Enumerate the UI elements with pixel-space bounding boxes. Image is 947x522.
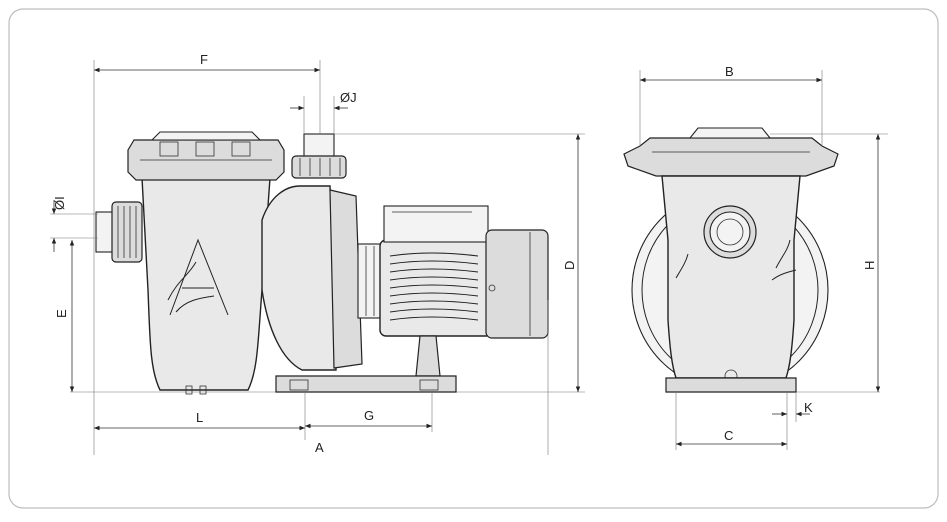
- base-plate: [275, 375, 457, 393]
- inlet-union: [95, 201, 143, 263]
- front-base: [665, 377, 797, 393]
- label-A: A: [315, 440, 324, 455]
- side-view: F ØJ ØI E D L G A: [50, 52, 585, 455]
- pump-casing: [261, 185, 337, 371]
- label-J: ØJ: [340, 90, 357, 105]
- label-K: K: [804, 400, 813, 415]
- label-E: E: [54, 309, 69, 318]
- label-C: C: [724, 428, 733, 443]
- label-G: G: [364, 408, 374, 423]
- outlet-union: [291, 133, 347, 179]
- label-L: L: [196, 410, 203, 425]
- label-D: D: [562, 261, 577, 270]
- front-view: B H K C: [623, 64, 888, 450]
- label-I: ØI: [52, 196, 67, 210]
- motor: [379, 205, 549, 377]
- label-F: F: [200, 52, 208, 67]
- front-inlet: [703, 205, 757, 259]
- strainer-pot: [141, 177, 271, 391]
- label-B: B: [725, 64, 734, 79]
- label-H: H: [862, 261, 877, 270]
- brand-logo-icon: [167, 238, 229, 316]
- front-lid: [623, 137, 839, 177]
